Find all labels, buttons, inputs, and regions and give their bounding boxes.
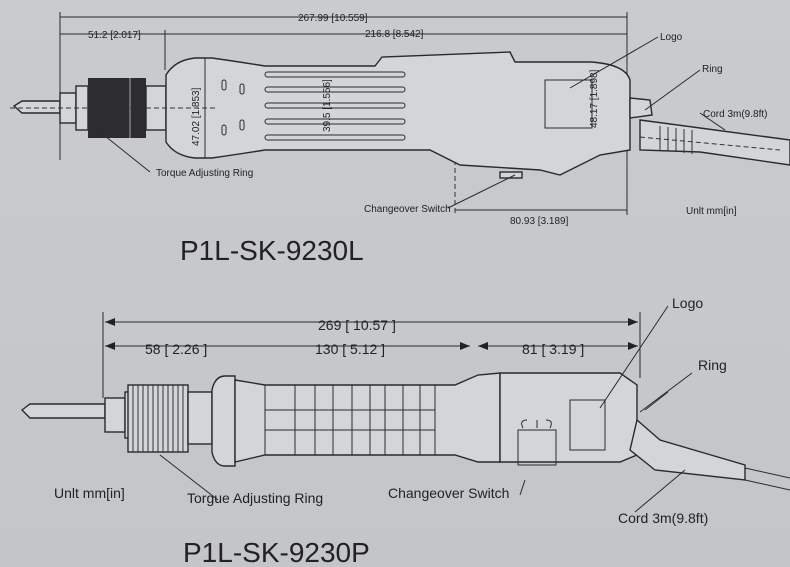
logo-area-2	[569, 399, 606, 451]
dim-rear-dia: 48.17 [1.898]	[589, 69, 600, 128]
label-unit: Unlt mm[in]	[686, 206, 737, 217]
bottom-tool-drawing: 269 [ 10.57 ] 58 [ 2.26 ] 130 [ 5.12 ] 8…	[20, 295, 790, 567]
label-unit-2: Unlt mm[in]	[54, 485, 125, 501]
label-changeover-switch: Changeover Switch	[364, 204, 451, 215]
dim-overall: 267.99 [10.559]	[298, 13, 368, 24]
label-torque-ring: Torque Adjusting Ring	[156, 168, 253, 179]
label-logo-2: Logo	[672, 295, 703, 311]
switch-leader	[519, 479, 526, 496]
model-title-top: P1L-SK-9230L	[180, 235, 364, 266]
dim-grip-dia: 39.5 [1.556]	[322, 79, 333, 132]
switch-body-2	[499, 372, 638, 463]
rotation-arrows-icon	[521, 419, 552, 429]
top-tool-drawing: 267.99 [10.559] 51.2 [2.017] 216.8 [8.54…	[10, 12, 790, 266]
dim-front-2: 58 [ 2.26 ]	[145, 341, 207, 357]
cord-relief-2	[629, 418, 746, 481]
label-torque-ring-2: Torgue Adjusting Ring	[187, 490, 323, 506]
logo-area	[544, 79, 593, 129]
dim-body: 216.8 [8.542]	[365, 29, 424, 40]
label-changeover-switch-2: Changeover Switch	[388, 485, 509, 501]
dim-middle-2: 130 [ 5.12 ]	[315, 341, 385, 357]
cord	[639, 119, 790, 166]
label-cord: Cord 3m(9.8ft)	[703, 109, 767, 120]
grip-body-2	[234, 372, 501, 463]
label-ring: Ring	[702, 64, 723, 75]
label-cord-2: Cord 3m(9.8ft)	[618, 510, 708, 526]
ring	[629, 97, 653, 119]
dim-overall-2: 269 [ 10.57 ]	[318, 317, 396, 333]
grip-slots	[264, 71, 406, 141]
head-2	[211, 375, 236, 467]
tool-body	[165, 51, 631, 176]
bit	[12, 100, 61, 114]
changeover-switch	[499, 171, 523, 179]
grip-bars-2	[264, 384, 436, 456]
changeover-switch-2	[517, 429, 557, 466]
dim-head-dia: 47.02 [1.853]	[191, 87, 202, 146]
dim-rear: 80.93 [3.189]	[510, 216, 569, 227]
label-ring-2: Ring	[698, 357, 727, 373]
bit-2	[20, 403, 106, 419]
dim-rear-2: 81 [ 3.19 ]	[522, 341, 584, 357]
model-title-bottom: P1L-SK-9230P	[183, 537, 370, 567]
dim-front: 51.2 [2.017]	[88, 30, 141, 41]
label-logo: Logo	[660, 32, 683, 43]
